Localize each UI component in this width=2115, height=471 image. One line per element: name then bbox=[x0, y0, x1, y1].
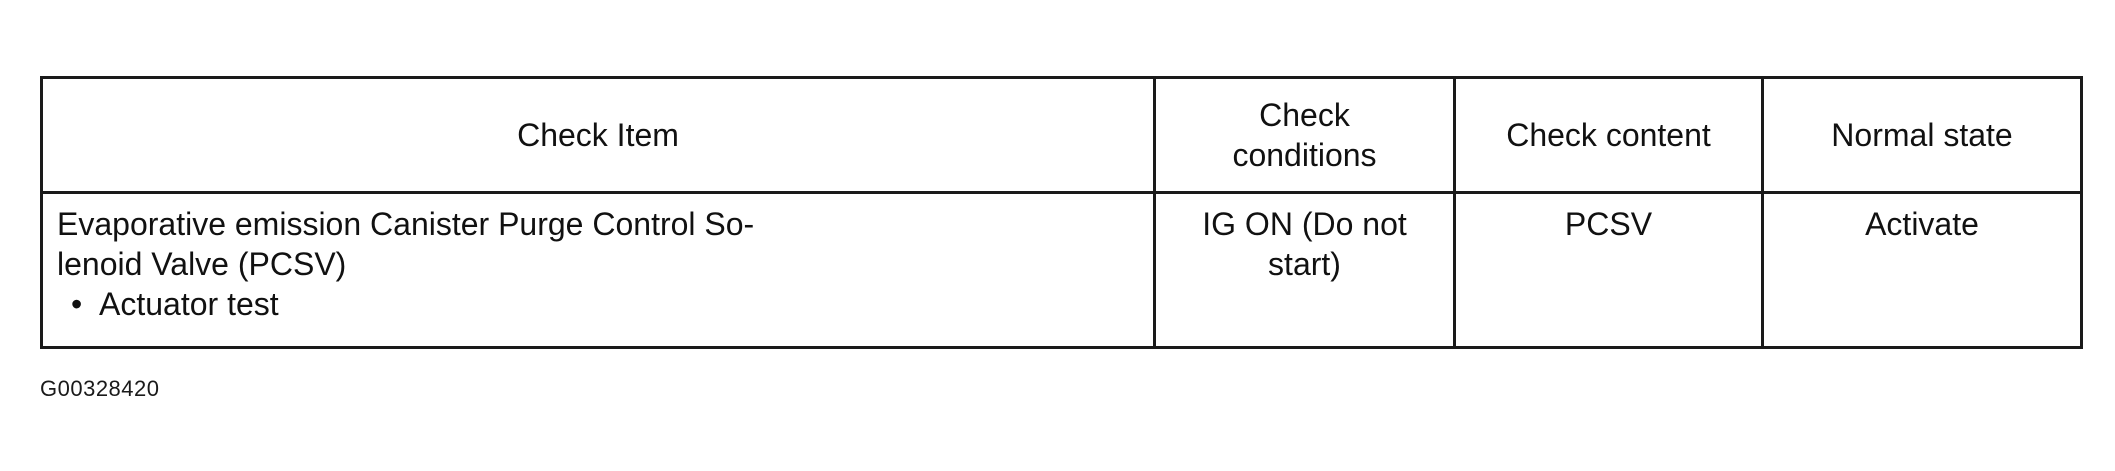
check-table: Check Item Check conditions Check conten… bbox=[40, 76, 2083, 349]
header-row: Check Item Check conditions Check conten… bbox=[40, 76, 2083, 194]
header-check-conditions-line2: conditions bbox=[1232, 137, 1377, 173]
item-text-line1: Evaporative emission Canister Purge Cont… bbox=[57, 206, 755, 242]
item-text-line2: lenoid Valve (PCSV) bbox=[57, 246, 347, 282]
conditions-line1: IG ON (Do not bbox=[1202, 206, 1407, 242]
header-check-conditions: Check conditions bbox=[1153, 76, 1456, 194]
cell-check-conditions: IG ON (Do not start) bbox=[1153, 191, 1456, 349]
cell-check-item: Evaporative emission Canister Purge Cont… bbox=[40, 191, 1156, 349]
bullet-item: • Actuator test bbox=[57, 284, 1139, 324]
cell-check-content: PCSV bbox=[1453, 191, 1764, 349]
header-normal-state: Normal state bbox=[1761, 76, 2083, 194]
bullet-text: Actuator test bbox=[99, 286, 279, 322]
conditions-line2: start) bbox=[1268, 246, 1341, 282]
figure-code: G00328420 bbox=[40, 376, 160, 401]
header-check-conditions-line1: Check bbox=[1259, 97, 1350, 133]
table-row: Evaporative emission Canister Purge Cont… bbox=[40, 191, 2083, 349]
bullet-icon: • bbox=[71, 286, 83, 322]
header-check-item: Check Item bbox=[40, 76, 1156, 194]
header-check-content: Check content bbox=[1453, 76, 1764, 194]
cell-normal-state: Activate bbox=[1761, 191, 2083, 349]
